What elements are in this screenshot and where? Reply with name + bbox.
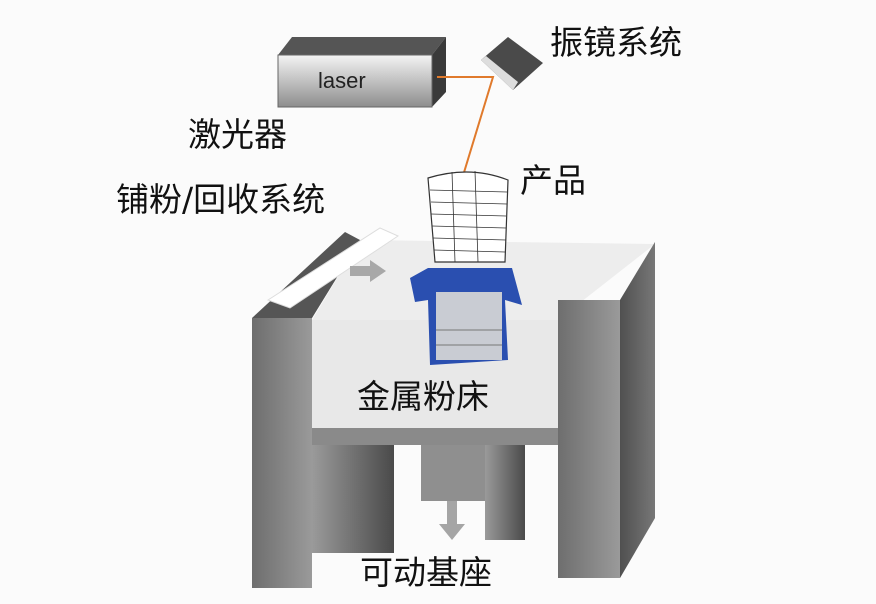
platform-label: 可动基座 bbox=[360, 553, 492, 592]
recoater-label: 铺粉/回收系统 bbox=[116, 180, 326, 219]
galvo-mirror bbox=[481, 37, 543, 90]
galvo-label: 振镜系统 bbox=[550, 23, 682, 62]
product-label: 产品 bbox=[520, 161, 586, 200]
laser-box-label: laser bbox=[318, 68, 366, 93]
recoater-roller bbox=[266, 227, 400, 309]
laser-label: 激光器 bbox=[188, 115, 287, 154]
laser-source bbox=[277, 37, 446, 108]
down-arrow-icon bbox=[439, 501, 465, 540]
powder-bed-machine bbox=[252, 227, 655, 588]
powder-bed-label: 金属粉床 bbox=[357, 377, 489, 416]
product-part bbox=[410, 170, 522, 365]
right-arrow-icon bbox=[350, 260, 386, 282]
